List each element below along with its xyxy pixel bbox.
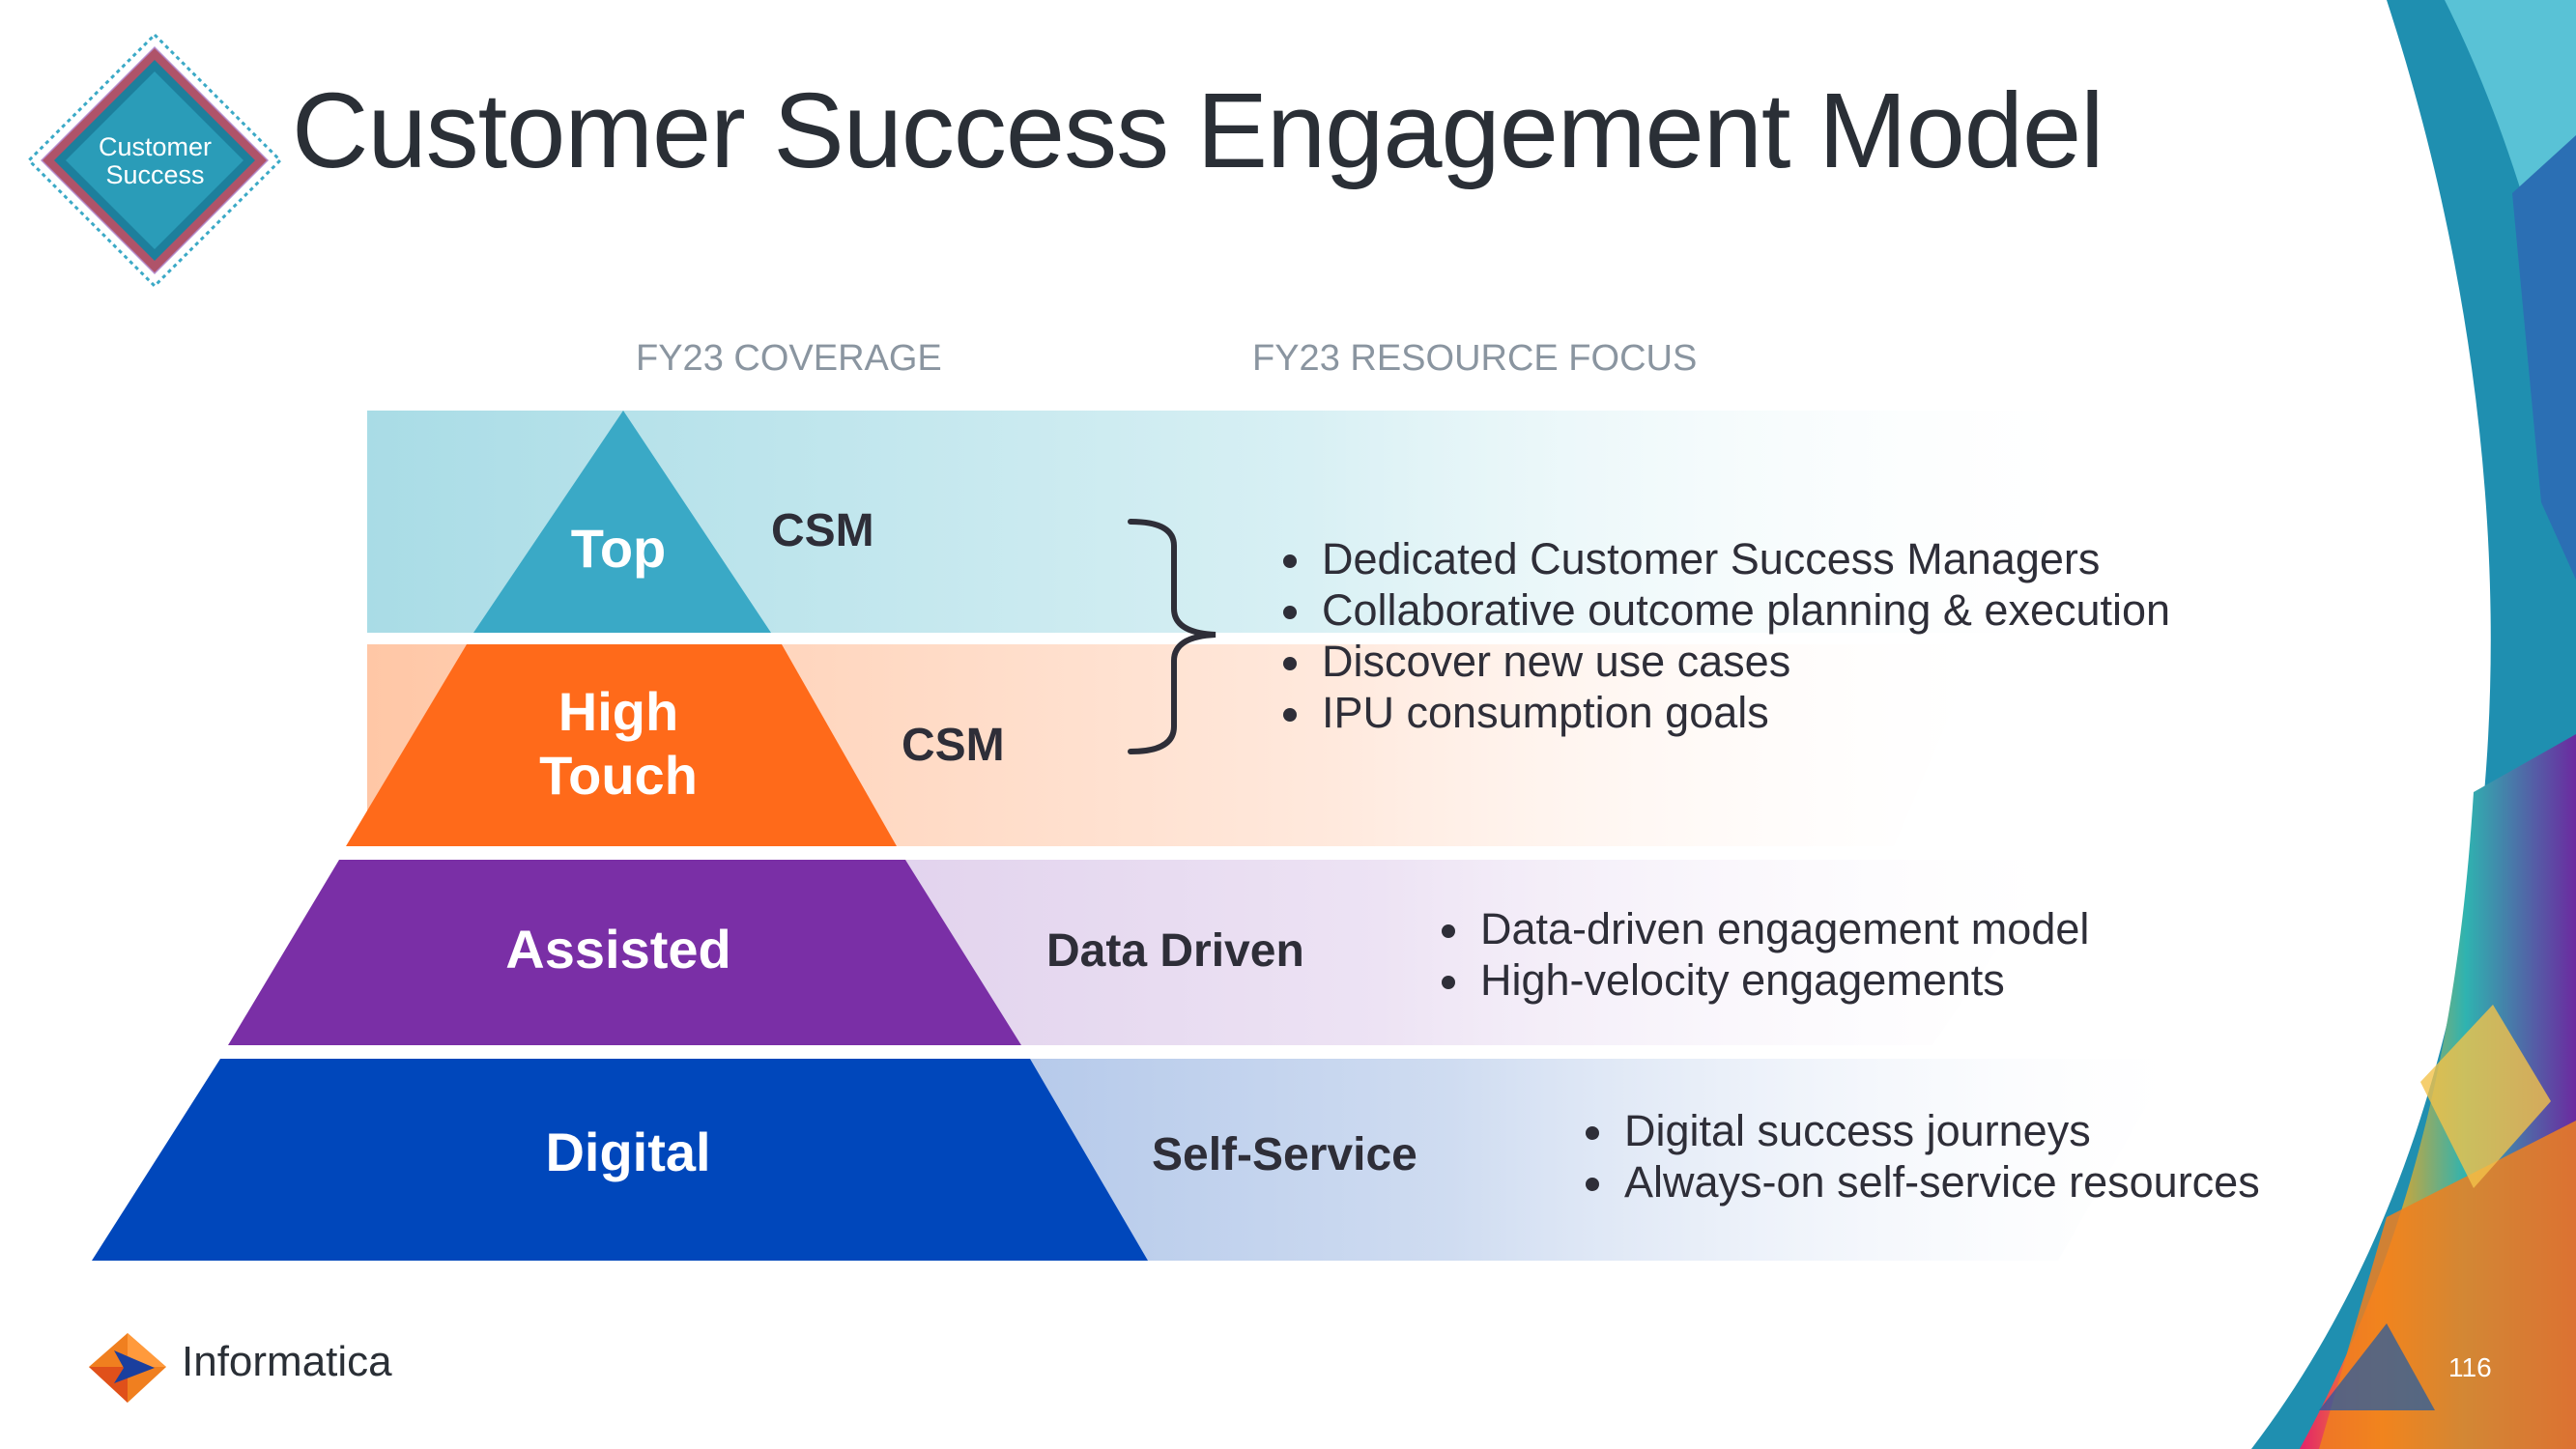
tier-top-coverage: CSM	[771, 505, 874, 556]
tier-high-touch-coverage: CSM	[902, 720, 1005, 771]
digital-focus-list: Digital success journeys Always-on self-…	[1578, 1105, 2260, 1208]
tier-high-touch-shape	[346, 644, 897, 846]
list-item: Data-driven engagement model	[1474, 903, 2089, 954]
tier-digital-shape	[92, 1059, 1148, 1261]
badge-line-2: Success	[105, 160, 205, 189]
tier-high-touch-label: High Touch	[473, 680, 763, 808]
tier-assisted-coverage: Data Driven	[1046, 925, 1304, 977]
badge-label: Customer Success	[75, 133, 235, 189]
tier-top-label: Top	[570, 518, 667, 579]
list-item: Always-on self-service resources	[1618, 1156, 2260, 1208]
list-item: High-velocity engagements	[1474, 954, 2089, 1006]
tier-top-shape	[473, 411, 771, 633]
list-item: Discover new use cases	[1316, 636, 2170, 687]
tier-digital-label: Digital	[545, 1122, 711, 1182]
informatica-logo-icon	[89, 1333, 166, 1403]
badge-line-1: Customer	[98, 132, 213, 161]
tier-high-touch-line-1: High	[558, 681, 679, 742]
page-number: 116	[2448, 1352, 2492, 1382]
brace-icon	[1128, 519, 1216, 754]
csm-focus-list: Dedicated Customer Success Managers Coll…	[1275, 533, 2170, 738]
list-item: Digital success journeys	[1618, 1105, 2260, 1156]
assisted-focus-list: Data-driven engagement model High-veloci…	[1434, 903, 2089, 1006]
decorative-corner-art	[2251, 0, 2576, 1449]
list-item: Collaborative outcome planning & executi…	[1316, 584, 2170, 636]
informatica-logo-text: Informatica	[182, 1338, 392, 1385]
customer-success-badge-icon	[26, 32, 283, 289]
resource-focus-column-header: FY23 RESOURCE FOCUS	[1252, 338, 1698, 379]
coverage-column-header: FY23 COVERAGE	[636, 338, 942, 379]
band-top	[367, 411, 2077, 633]
list-item: IPU consumption goals	[1316, 687, 2170, 738]
tier-assisted-shape	[228, 860, 1021, 1045]
page-title: Customer Success Engagement Model	[292, 71, 2104, 190]
tier-assisted-label: Assisted	[505, 919, 731, 980]
list-item: Dedicated Customer Success Managers	[1316, 533, 2170, 584]
tier-digital-coverage: Self-Service	[1152, 1129, 1417, 1180]
tier-high-touch-line-2: Touch	[539, 745, 698, 806]
